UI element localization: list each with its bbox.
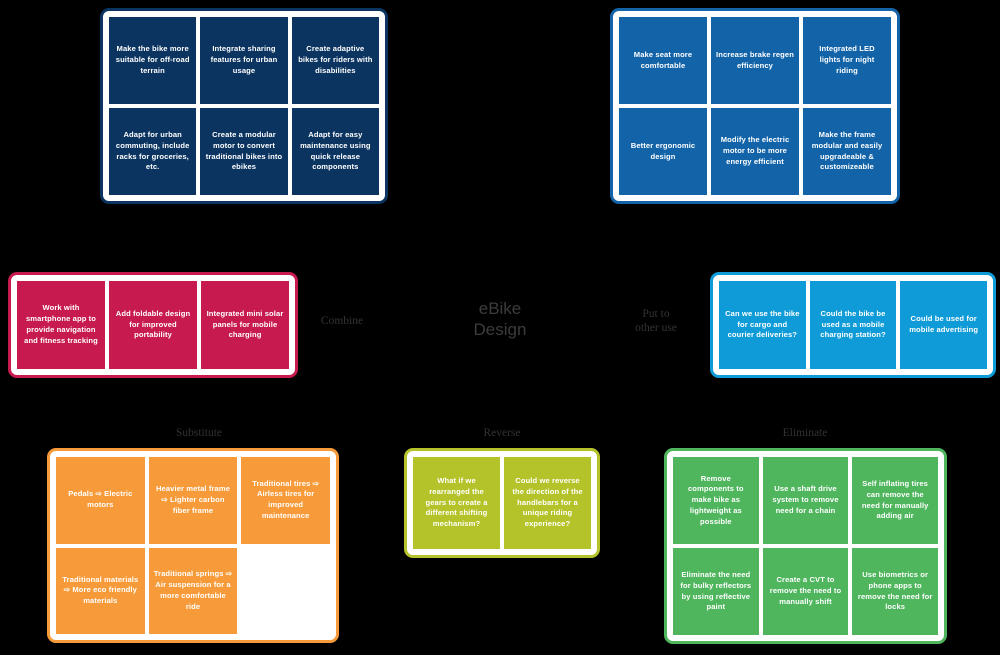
idea-card[interactable]: Make the frame modular and easily upgrad… — [803, 108, 891, 195]
adapt-group[interactable]: Make the bike more suitable for off-road… — [100, 8, 388, 204]
put-to-other-use-group[interactable]: Can we use the bike for cargo and courie… — [710, 272, 996, 378]
label-combine: Combine — [320, 315, 364, 327]
idea-card[interactable]: Work with smartphone app to provide navi… — [17, 281, 105, 369]
idea-card[interactable]: Better ergonomic design — [619, 108, 707, 195]
idea-card[interactable]: Create adaptive bikes for riders with di… — [291, 17, 379, 104]
substitute-group[interactable]: Pedals ⇨ Electric motors Heavier metal f… — [47, 448, 339, 643]
idea-card[interactable]: Integrate sharing features for urban usa… — [200, 17, 288, 104]
put-to-other-use-card-grid: Can we use the bike for cargo and courie… — [719, 281, 987, 369]
idea-card[interactable]: Adapt for easy maintenance using quick r… — [291, 108, 379, 195]
idea-card[interactable]: Eliminate the need for bulky reflectors … — [673, 548, 759, 635]
idea-card[interactable]: Could be used for mobile advertising — [900, 281, 987, 369]
substitute-card-grid: Pedals ⇨ Electric motors Heavier metal f… — [56, 457, 330, 634]
label-reverse: Reverse — [483, 427, 521, 439]
idea-card[interactable]: Could the bike be used as a mobile charg… — [809, 281, 897, 369]
center-title: eBike Design — [473, 299, 527, 340]
combine-card-grid: Work with smartphone app to provide navi… — [17, 281, 289, 369]
idea-card[interactable]: Make seat more comfortable — [619, 17, 707, 104]
label-substitute: Substitute — [175, 427, 222, 439]
idea-card[interactable]: Can we use the bike for cargo and courie… — [719, 281, 806, 369]
combine-group[interactable]: Work with smartphone app to provide navi… — [8, 272, 298, 378]
modify-card-grid: Make seat more comfortable Increase brak… — [619, 17, 891, 195]
idea-card[interactable]: Create a modular motor to convert tradit… — [200, 108, 288, 195]
idea-card[interactable]: Modify the electric motor to be more ene… — [711, 108, 799, 195]
idea-card[interactable]: Traditional springs ⇨ Air suspension for… — [148, 547, 238, 634]
idea-card[interactable]: What if we rearranged the gears to creat… — [413, 457, 500, 549]
label-eliminate: Eliminate — [782, 427, 828, 439]
eliminate-card-grid: Remove components to make bike as lightw… — [673, 457, 938, 635]
idea-card[interactable]: Self inflating tires can remove the need… — [852, 457, 938, 544]
eliminate-group[interactable]: Remove components to make bike as lightw… — [664, 448, 947, 644]
idea-card[interactable]: Make the bike more suitable for off-road… — [109, 17, 197, 104]
label-put-to-other-use: Put to other use — [635, 308, 677, 335]
idea-card-empty — [241, 548, 330, 635]
idea-card[interactable]: Use biometrics or phone apps to remove t… — [852, 548, 938, 635]
idea-card[interactable]: Use a shaft drive system to remove need … — [762, 457, 849, 544]
idea-card[interactable]: Remove components to make bike as lightw… — [673, 457, 759, 544]
reverse-card-grid: What if we rearranged the gears to creat… — [413, 457, 591, 549]
idea-card[interactable]: Traditional materials ⇨ More eco friendl… — [56, 547, 145, 634]
idea-card[interactable]: Could we reverse the direction of the ha… — [504, 457, 591, 549]
adapt-card-grid: Make the bike more suitable for off-road… — [109, 17, 379, 195]
idea-card[interactable]: Integrated LED lights for night riding — [803, 17, 891, 104]
idea-card[interactable]: Create a CVT to remove the need to manua… — [762, 548, 849, 635]
idea-card[interactable]: Adapt for urban commuting, include racks… — [109, 108, 197, 195]
idea-card[interactable]: Pedals ⇨ Electric motors — [56, 457, 145, 544]
idea-card[interactable]: Heavier metal frame ⇨ Lighter carbon fib… — [148, 457, 238, 544]
idea-card[interactable]: Add foldable design for improved portabi… — [109, 281, 197, 369]
idea-card[interactable]: Traditional tires ⇨ Airless tires for im… — [241, 457, 330, 544]
reverse-group[interactable]: What if we rearranged the gears to creat… — [404, 448, 600, 558]
idea-card[interactable]: Increase brake regen efficiency — [711, 17, 799, 104]
modify-group[interactable]: Make seat more comfortable Increase brak… — [610, 8, 900, 204]
idea-card[interactable]: Integrated mini solar panels for mobile … — [201, 281, 289, 369]
